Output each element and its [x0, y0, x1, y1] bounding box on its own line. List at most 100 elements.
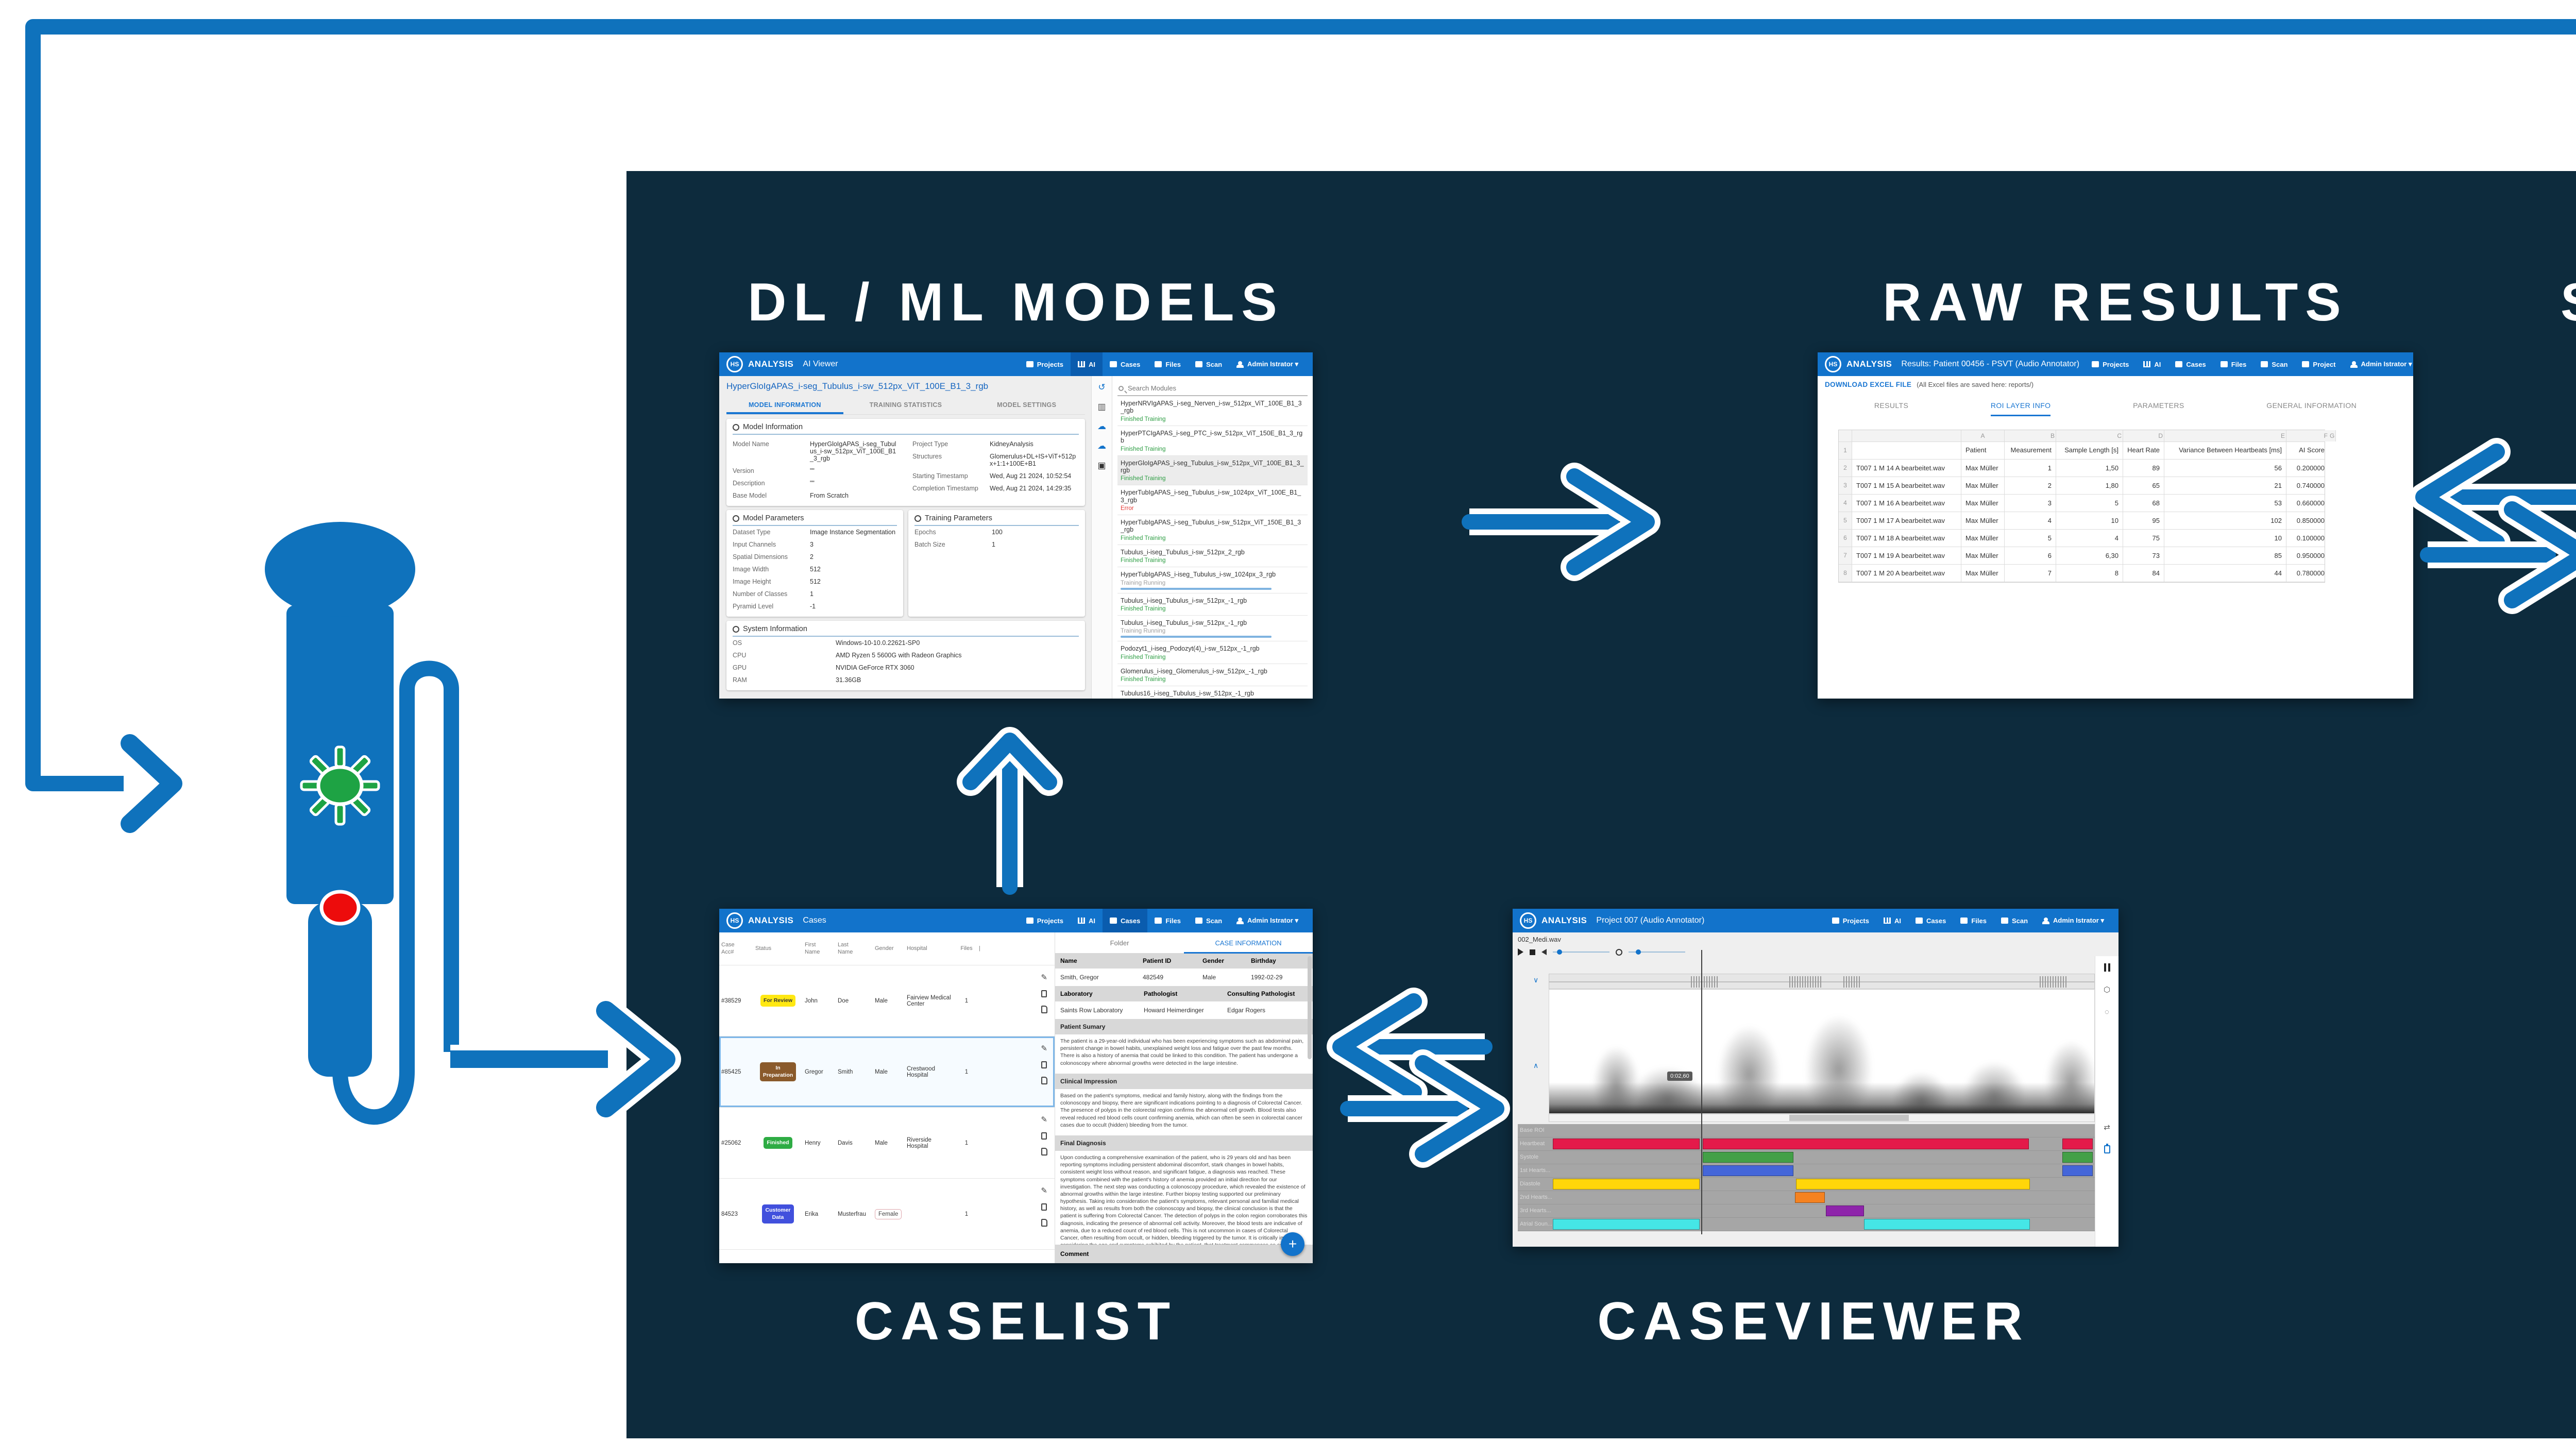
annotation-track[interactable]: Systole — [1518, 1151, 2095, 1164]
tab[interactable]: Folder — [1110, 939, 1129, 947]
case-row[interactable]: #38529 For Review John Doe Male Fairview… — [719, 965, 1055, 1037]
annotation-segment[interactable] — [1826, 1205, 1864, 1216]
menu-item[interactable]: Cases — [2168, 352, 2213, 376]
module-list-item[interactable]: HyperNRVIgAPAS_i-seg_Nerven_i-sw_512px_V… — [1117, 396, 1308, 426]
annotation-track[interactable]: Atrial Soun... — [1518, 1218, 2095, 1231]
module-list-item[interactable]: Tubulus_i-iseg_Tubulus_i-sw_512px_-1_rgb… — [1117, 616, 1308, 642]
module-list-item[interactable]: HyperTubIgAPAS_i-iseg_Tubulus_i-sw_1024p… — [1117, 567, 1308, 593]
horizontal-scrollbar[interactable] — [1549, 1114, 2095, 1122]
hs-logo-icon[interactable]: HS — [726, 912, 743, 929]
annotation-segment[interactable] — [2062, 1139, 2093, 1149]
document-icon[interactable] — [1041, 1148, 1047, 1156]
archive-icon[interactable]: ▣ — [1097, 461, 1106, 470]
model-name-link[interactable]: HyperGloIgAPAS_i-seg_Tubulus_i-sw_512px_… — [726, 381, 989, 391]
add-comment-button[interactable]: + — [1281, 1232, 1304, 1256]
pause-icon[interactable] — [2104, 963, 2110, 972]
document-icon[interactable] — [1041, 1077, 1047, 1084]
delete-icon[interactable] — [1041, 1061, 1047, 1068]
menu-item[interactable]: Cases — [1908, 909, 1953, 932]
tab[interactable]: RESULTS — [1874, 401, 1909, 410]
menu-item[interactable]: AI — [1071, 909, 1103, 932]
edit-icon[interactable]: ✎ — [1041, 1186, 1047, 1195]
menu-item[interactable]: Files — [2213, 352, 2254, 376]
module-list-item[interactable]: Tubulus_i-iseg_Tubulus_i-sw_512px_-1_rgb… — [1117, 593, 1308, 616]
case-row[interactable]: #85425 In Preparation Gregor Smith Male … — [719, 1037, 1055, 1108]
menu-item[interactable]: Projects — [1019, 352, 1071, 376]
waveform-strip[interactable] — [1549, 974, 2095, 989]
case-row[interactable]: #25062 Finished Henry Davis Male Riversi… — [719, 1108, 1055, 1179]
menu-item[interactable]: Scan — [2253, 352, 2295, 376]
tab[interactable]: TRAINING STATISTICS — [869, 401, 942, 409]
annotation-segment[interactable] — [1795, 1179, 2030, 1190]
module-list-item[interactable]: Tubulus_i-iseg_Tubulus_i-sw_512px_2_rgb … — [1117, 545, 1308, 568]
menu-item[interactable]: AI — [1071, 352, 1103, 376]
hs-logo-icon[interactable]: HS — [1520, 912, 1536, 929]
upload-cloud-icon[interactable]: ☁ — [1097, 441, 1106, 451]
collapse-chevron-icon[interactable]: ∨ — [1533, 976, 1539, 984]
annotation-segment[interactable] — [1703, 1152, 1794, 1163]
menu-item[interactable]: Files — [1953, 909, 1994, 932]
stop-button[interactable] — [1530, 949, 1535, 955]
hs-logo-icon[interactable]: HS — [1825, 356, 1841, 372]
annotation-segment[interactable] — [1794, 1192, 1825, 1203]
delete-icon[interactable] — [1041, 990, 1047, 997]
annotation-segment[interactable] — [1553, 1219, 1700, 1230]
annotation-segment[interactable] — [1863, 1219, 2030, 1230]
delete-icon[interactable] — [1041, 1203, 1047, 1211]
module-list-item[interactable]: HyperGloIgAPAS_i-seg_Tubulus_i-sw_512px_… — [1117, 455, 1308, 486]
swap-icon[interactable]: ⇄ — [2104, 1123, 2110, 1132]
menu-item[interactable]: Cases — [1103, 909, 1148, 932]
annotation-track[interactable]: 3rd Hearts... — [1518, 1204, 2095, 1218]
annotation-segment[interactable] — [2062, 1165, 2093, 1176]
tab[interactable]: MODEL SETTINGS — [997, 401, 1057, 409]
document-icon[interactable] — [1041, 1006, 1047, 1013]
download-excel-link[interactable]: DOWNLOAD EXCEL FILE — [1825, 381, 1912, 388]
annotation-segment[interactable] — [2062, 1152, 2093, 1163]
spectrogram[interactable] — [1549, 989, 2095, 1114]
annotation-segment[interactable] — [1553, 1179, 1700, 1190]
refresh-icon[interactable]: ↺ — [1098, 382, 1106, 392]
edit-icon[interactable]: ✎ — [1041, 1115, 1047, 1124]
menu-item[interactable]: Projects — [1019, 909, 1071, 932]
module-list-item[interactable]: Glomerulus_i-iseg_Glomerulus_i-sw_512px_… — [1117, 664, 1308, 686]
scrollbar[interactable] — [1308, 956, 1312, 1059]
menu-item[interactable]: Files — [1147, 352, 1188, 376]
annotation-track[interactable]: Diastole — [1518, 1178, 2095, 1191]
menu-item[interactable]: Admin Istrator ▾ — [2343, 352, 2414, 376]
menu-item[interactable]: AI — [1876, 909, 1908, 932]
stats-icon[interactable]: ▥ — [1097, 402, 1106, 412]
play-button[interactable] — [1518, 948, 1523, 956]
annotation-track[interactable]: Heartbeat — [1518, 1137, 2095, 1151]
module-list-item[interactable]: Tubulus16_i-iseg_Tubulus_i-sw_512px_-1_r… — [1117, 686, 1308, 699]
tab[interactable]: CASE INFORMATION — [1215, 939, 1282, 947]
search-input[interactable] — [1128, 384, 1307, 392]
tab[interactable]: GENERAL INFORMATION — [2266, 401, 2357, 410]
annotation-segment[interactable] — [1703, 1139, 2029, 1149]
volume-slider[interactable] — [1553, 949, 1609, 955]
menu-item[interactable]: Scan — [1188, 909, 1229, 932]
annotation-segment[interactable] — [1553, 1139, 1700, 1149]
document-icon[interactable] — [1041, 1219, 1047, 1227]
speed-slider[interactable] — [1629, 949, 1685, 955]
settings-icon[interactable]: ◌ — [2105, 1008, 2109, 1016]
module-list-item[interactable]: HyperPTCIgAPAS_i-seg_PTC_i-sw_512px_ViT_… — [1117, 426, 1308, 456]
menu-item[interactable]: Files — [1147, 909, 1188, 932]
expand-chevron-icon[interactable]: ∧ — [1533, 1061, 1539, 1069]
annotation-segment[interactable] — [1703, 1165, 1794, 1176]
menu-item[interactable]: Admin Istrator ▾ — [1229, 352, 1306, 376]
upload-cloud-icon[interactable]: ☁ — [1097, 421, 1106, 431]
annotation-track[interactable]: Base ROI — [1518, 1124, 2095, 1137]
speed-icon[interactable] — [1616, 948, 1622, 956]
module-list-item[interactable]: HyperTubIgAPAS_i-seg_Tubulus_i-sw_1024px… — [1117, 485, 1308, 515]
menu-item[interactable]: Admin Istrator ▾ — [2035, 909, 2111, 932]
case-row[interactable]: 84523 Customer Data Erika Musterfrau Fem… — [719, 1179, 1055, 1250]
module-list-item[interactable]: HyperTubIgAPAS_i-seg_Tubulus_i-sw_512px_… — [1117, 515, 1308, 545]
edit-icon[interactable]: ✎ — [1041, 973, 1047, 982]
